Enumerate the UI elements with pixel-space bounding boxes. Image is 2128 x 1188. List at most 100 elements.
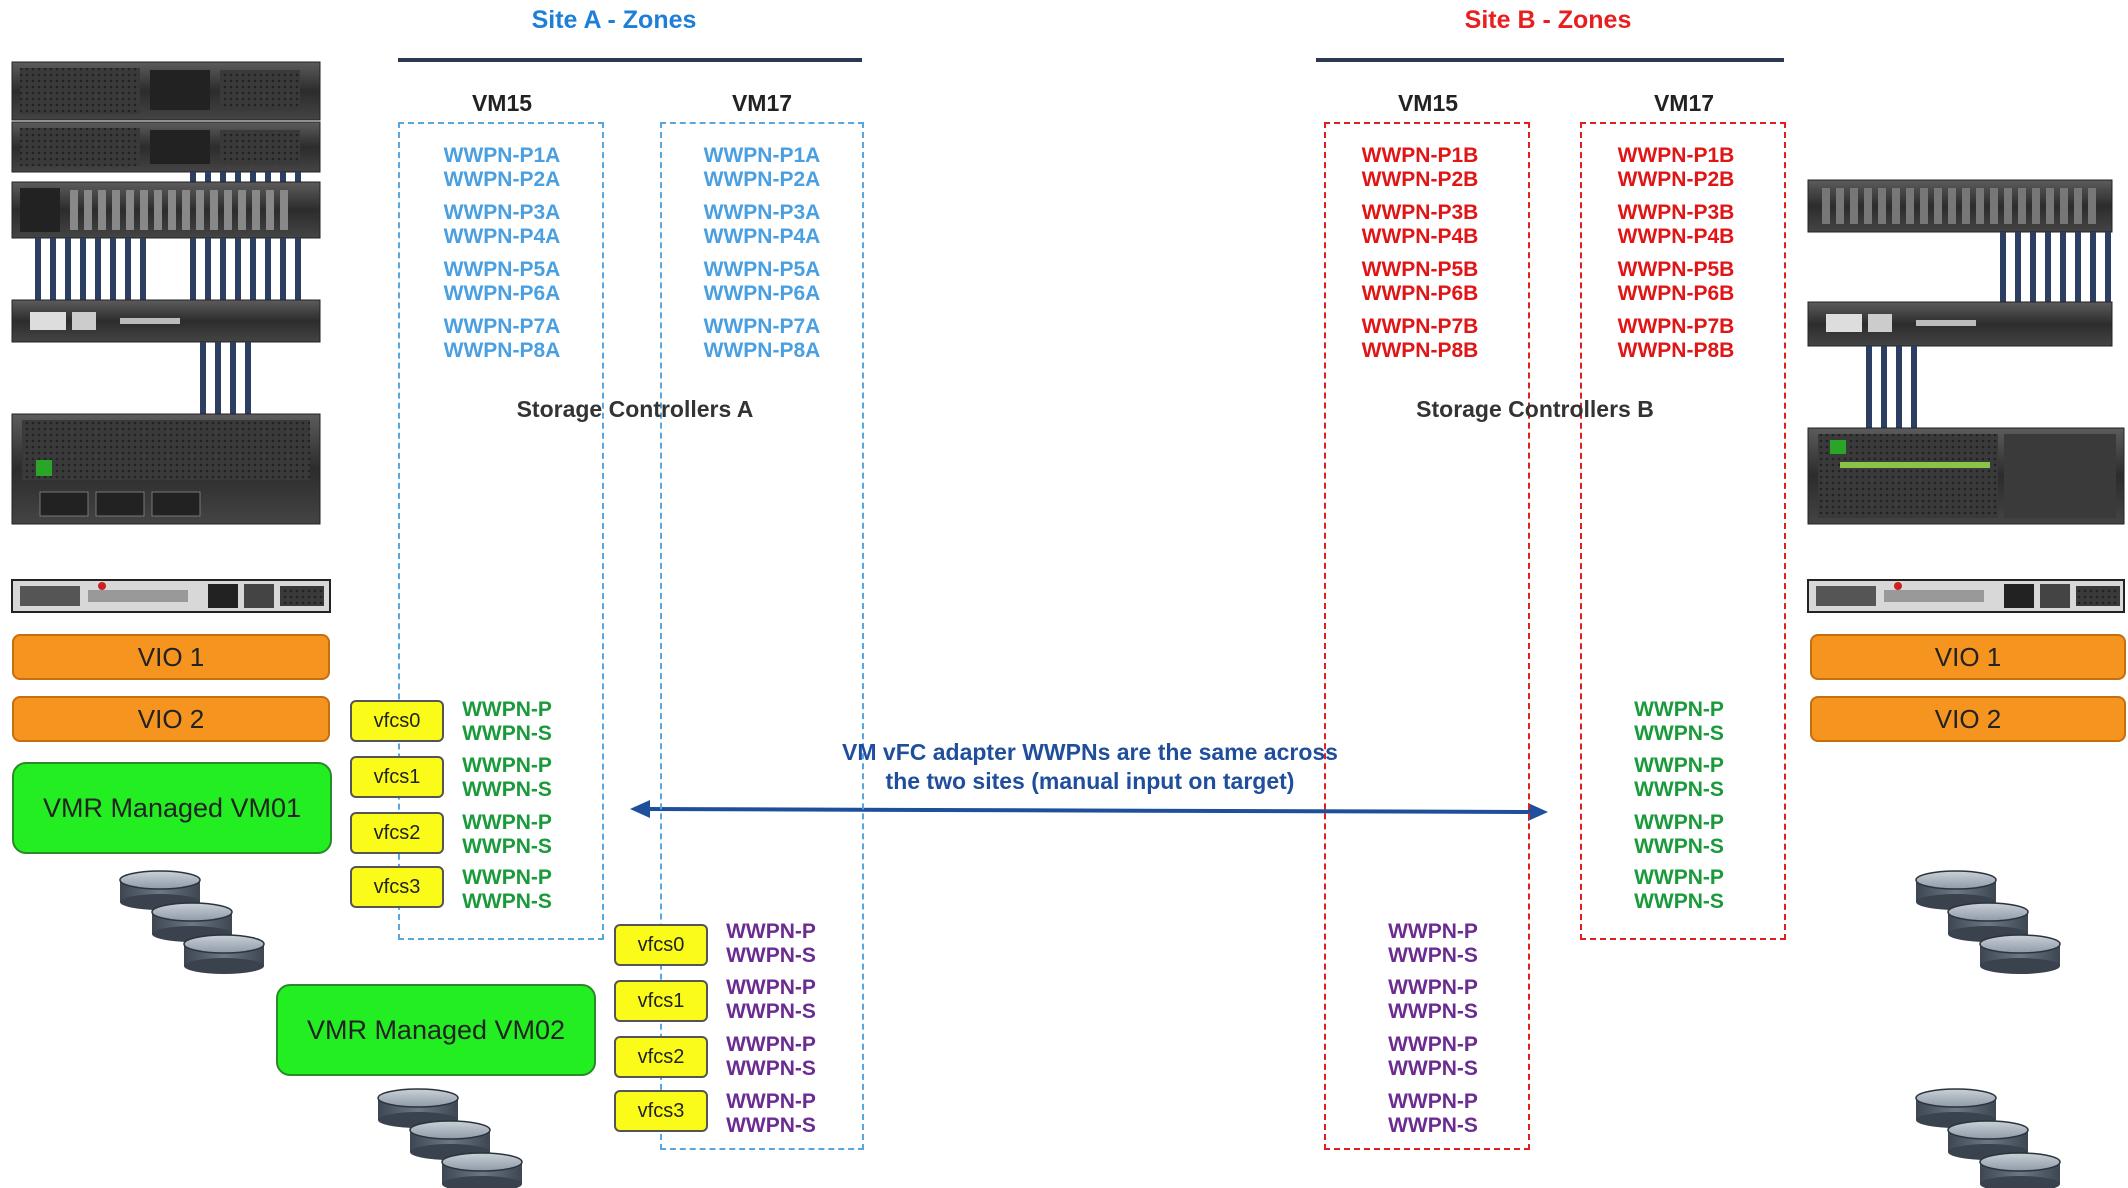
- wwpn-entry: WWPN-P2B: [1617, 168, 1735, 191]
- site-b-vm15-heading: VM15: [1397, 90, 1459, 116]
- wwpn-entry: WWPN-P1B: [1361, 144, 1479, 167]
- vm01-vfcs1: vfcs1: [350, 756, 444, 798]
- wwpn-entry: WWPN-P3B: [1617, 201, 1735, 224]
- wwpn-entry: WWPN-P6B: [1617, 282, 1735, 305]
- fc-cables: [200, 342, 251, 414]
- site-a-vm15-heading: VM15: [471, 90, 533, 116]
- wwpn-entry: WWPN-P1B: [1617, 144, 1735, 167]
- site-a-title: Site A - Zones: [531, 6, 697, 34]
- right-vio1-box: VIO 1: [1810, 634, 2126, 680]
- disk-icon: [377, 1088, 523, 1188]
- right-vio2-box: VIO 2: [1810, 696, 2126, 742]
- fc-cables: [190, 172, 301, 182]
- wwpn-entry: WWPN-P1A: [443, 144, 561, 167]
- wwpn-entry: WWPN-P7A: [443, 315, 561, 338]
- replication-arrow: [630, 800, 1548, 821]
- vm01-vfcs3: vfcs3: [350, 866, 444, 908]
- san-switch-icon: [11, 299, 321, 343]
- wwpn-entry: WWPN-P8A: [703, 339, 821, 362]
- wwpn-entry: WWPN-P5B: [1361, 258, 1479, 281]
- disk-icon: [1915, 1088, 2061, 1188]
- site-b-rule: [1316, 58, 1784, 62]
- wwpn-entry: WWPN-P3A: [443, 201, 561, 224]
- server-rack-icon: [11, 61, 321, 173]
- wwpn-entry: WWPN-P1A: [703, 144, 821, 167]
- wwpn-entry: WWPN-P6A: [443, 282, 561, 305]
- wwpn-entry: WWPN-P7B: [1361, 315, 1479, 338]
- storage-array-icon: [11, 181, 321, 239]
- vm02-vfcs3: vfcs3: [614, 1090, 708, 1132]
- vm02-vfcs1: vfcs1: [614, 980, 708, 1022]
- disk-icon: [119, 870, 265, 975]
- fc-cables: [35, 238, 301, 300]
- site-b-vm15-zone: [1324, 122, 1530, 1150]
- wwpn-entry: WWPN-P2B: [1361, 168, 1479, 191]
- wwpn-entry: WWPN-P8A: [443, 339, 561, 362]
- wwpn-entry: WWPN-P2A: [703, 168, 821, 191]
- wwpn-entry: WWPN-P7A: [703, 315, 821, 338]
- wwpn-entry: WWPN-P5A: [703, 258, 821, 281]
- vm02-vfcs0: vfcs0: [614, 924, 708, 966]
- vm02-box: VMR Managed VM02: [276, 984, 596, 1076]
- wwpn-entry: WWPN-P4A: [443, 225, 561, 248]
- site-a-vm15-zone: [398, 122, 604, 940]
- storage-array-icon: [1807, 179, 2113, 233]
- storage-controllers-b-label: Storage Controllers B: [1416, 396, 1654, 422]
- wwpn-entry: WWPN-P8B: [1617, 339, 1735, 362]
- site-a-rule: [398, 58, 862, 62]
- site-a-vm17-zone: [660, 122, 864, 1150]
- wwpn-entry: WWPN-P7B: [1617, 315, 1735, 338]
- fc-cables: [2000, 232, 2111, 302]
- disk-icon: [1915, 870, 2061, 975]
- san-switch-icon: [1807, 301, 2113, 347]
- left-vio2-box: VIO 2: [12, 696, 330, 742]
- wwpn-entry: WWPN-P3B: [1361, 201, 1479, 224]
- vm01-vfcs0: vfcs0: [350, 700, 444, 742]
- replication-note: VM vFC adapter WWPNs are the same across…: [810, 738, 1370, 796]
- wwpn-entry: WWPN-P8B: [1361, 339, 1479, 362]
- wwpn-entry: WWPN-P2A: [443, 168, 561, 191]
- vm01-box: VMR Managed VM01: [12, 762, 332, 854]
- wwpn-entry: WWPN-P6A: [703, 282, 821, 305]
- power-server-icon: [11, 413, 321, 525]
- fc-cables: [1866, 346, 1917, 428]
- wwpn-entry: WWPN-P4B: [1361, 225, 1479, 248]
- note-line-1: VM vFC adapter WWPNs are the same across: [842, 739, 1338, 765]
- site-b-vm17-zone: [1580, 122, 1786, 940]
- vm02-vfcs2: vfcs2: [614, 1036, 708, 1078]
- wwpn-entry: WWPN-P5A: [443, 258, 561, 281]
- wwpn-entry: WWPN-P6B: [1361, 282, 1479, 305]
- site-b-vm17-heading: VM17: [1653, 90, 1715, 116]
- wwpn-entry: WWPN-P4B: [1617, 225, 1735, 248]
- vm01-vfcs2: vfcs2: [350, 812, 444, 854]
